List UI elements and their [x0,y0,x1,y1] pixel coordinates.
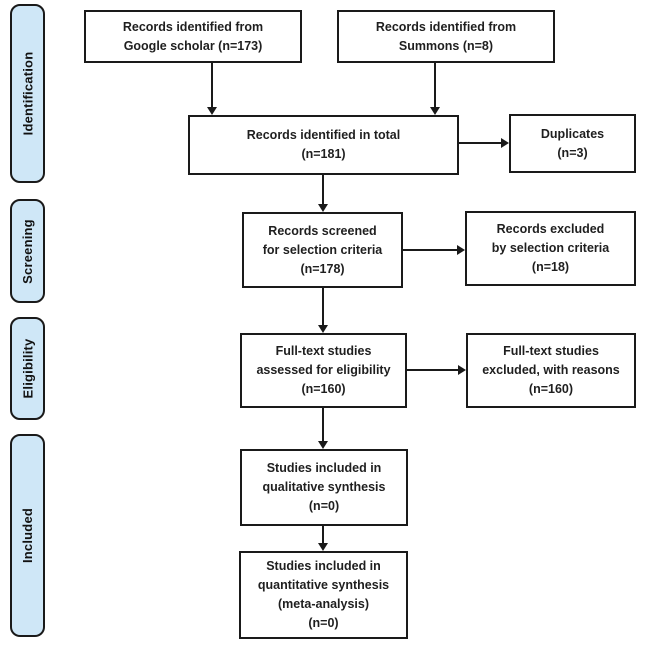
stage-label-screening: Screening [20,218,35,284]
box-records-excluded-text: Records excluded by selection criteria (… [491,222,610,274]
stage-label-included: Included [20,507,35,564]
box-fulltext-excluded: Full-text studies excluded, with reasons… [466,333,636,408]
box-fulltext-assessed-text: Full-text studies assessed for eligibili… [256,344,391,396]
box-fulltext-excluded-text: Full-text studies excluded, with reasons… [482,344,620,396]
box-duplicates: Duplicates (n=3) [509,114,636,173]
box-quantitative-synthesis-text: Studies included in quantitative synthes… [257,559,390,630]
box-records-summons: Records identified from Summons (n=8) [337,10,555,63]
box-records-google-scholar-text: Records identified from Google scholar (… [122,19,264,53]
box-records-summons-text: Records identified from Summons (n=8) [375,19,517,53]
stage-pill-screening: Screening [10,199,45,303]
arrow-total-to-duplicates [459,138,509,148]
box-quantitative-synthesis: Studies included in quantitative synthes… [239,551,408,639]
arrow-screened-to-excluded [403,245,465,255]
stage-pill-identification: Identification [10,4,45,183]
box-records-total-text: Records identified in total (n=181) [246,128,401,161]
stage-label-identification: Identification [20,51,36,136]
arrow-fulltext-to-excluded [407,365,466,375]
box-qualitative-synthesis-text: Studies included in qualitative synthesi… [262,461,386,513]
arrow-summons-to-total [430,63,440,115]
arrow-qualitative-to-quantitative [318,526,328,551]
arrow-total-to-screened [318,175,328,212]
box-records-excluded: Records excluded by selection criteria (… [465,211,636,286]
stage-pill-eligibility: Eligibility [10,317,45,420]
arrow-screened-to-fulltext [318,288,328,333]
box-fulltext-assessed: Full-text studies assessed for eligibili… [240,333,407,408]
box-duplicates-text: Duplicates (n=3) [540,126,605,160]
stage-pill-included: Included [10,434,45,637]
box-records-total: Records identified in total (n=181) [188,115,459,175]
box-qualitative-synthesis: Studies included in qualitative synthesi… [240,449,408,526]
box-records-google-scholar: Records identified from Google scholar (… [84,10,302,63]
arrow-fulltext-to-qualitative [318,408,328,449]
box-records-screened: Records screened for selection criteria … [242,212,403,288]
arrow-google-to-total [207,63,217,115]
box-records-screened-text: Records screened for selection criteria … [262,223,383,276]
stage-label-eligibility: Eligibility [20,338,36,399]
